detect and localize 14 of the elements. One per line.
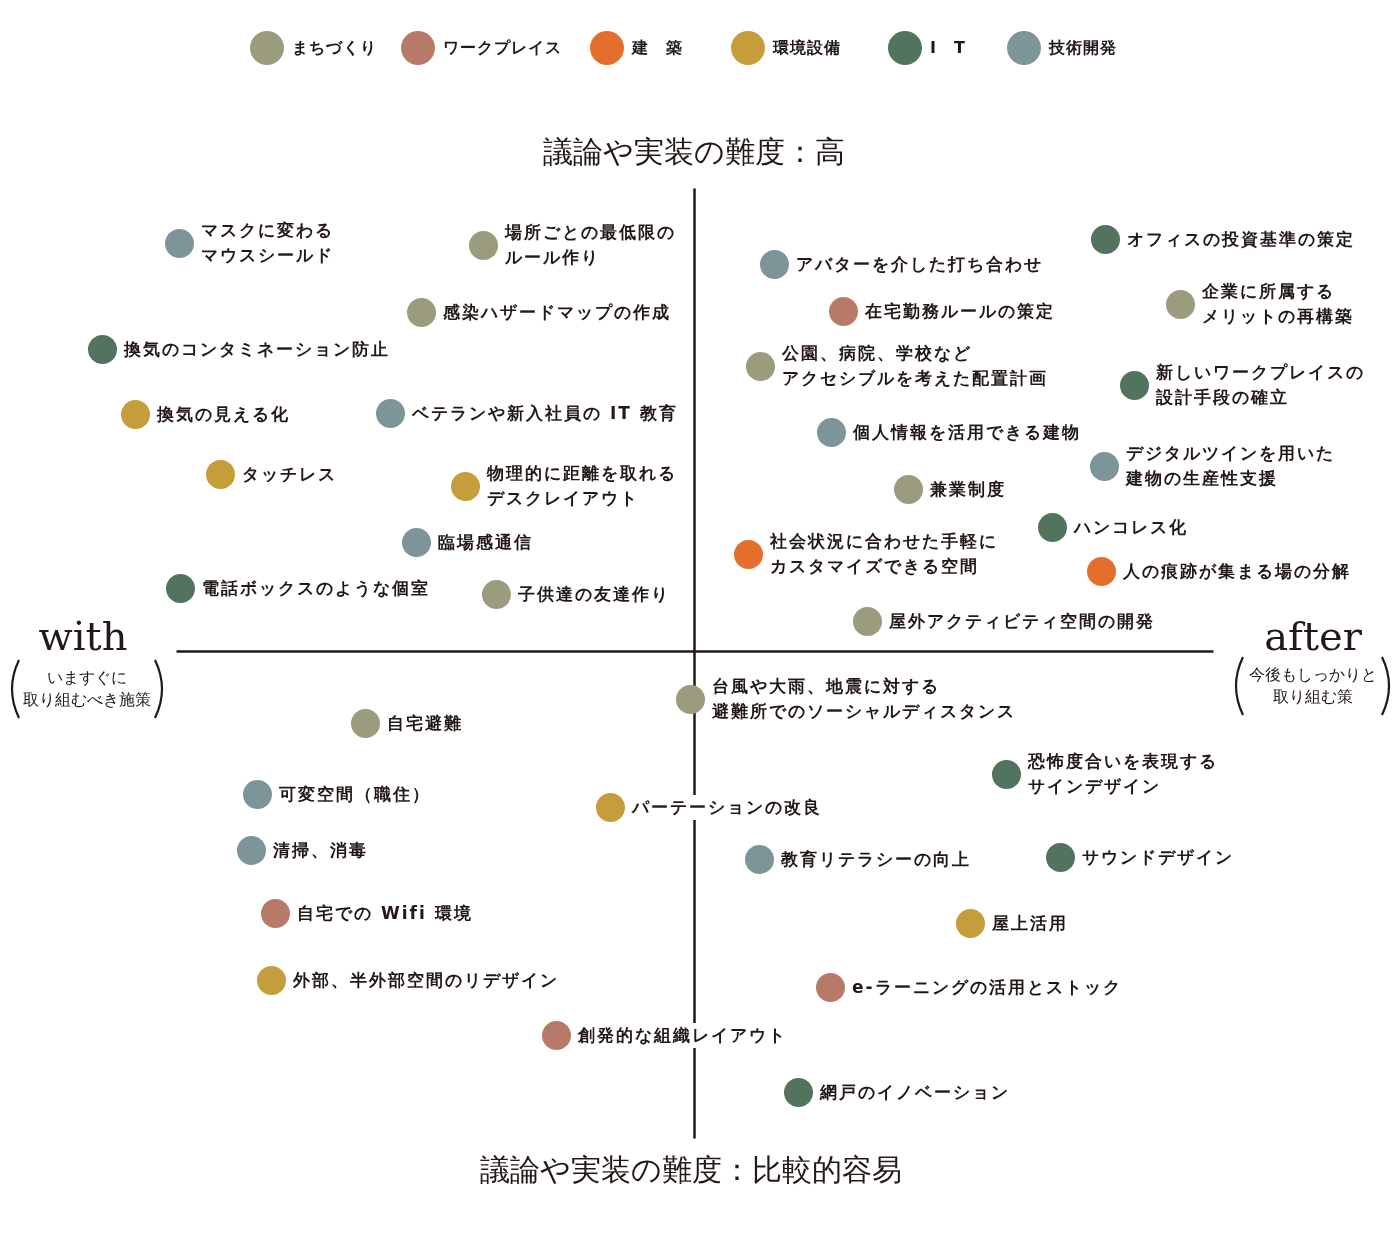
axis-label: 議論や実装の難度：高 bbox=[543, 134, 845, 170]
legend-label: ワークプレイス bbox=[443, 37, 562, 59]
legend-label: まちづくり bbox=[292, 37, 377, 59]
quadrant-title: after bbox=[1264, 614, 1362, 658]
item-label: 社会状況に合わせた手軽にカスタマイズできる空間 bbox=[770, 529, 998, 579]
legend-label: I T bbox=[930, 37, 966, 59]
quadrant-subtitle: 今後もしっかりと取り組む策 bbox=[1249, 664, 1377, 708]
item-label: パーテーションの改良 bbox=[632, 794, 822, 820]
quadrant-subtitle: いますぐに取り組むべき施策 bbox=[23, 667, 151, 711]
legend-label: 技術開発 bbox=[1049, 37, 1117, 59]
legend-label: 建 築 bbox=[632, 37, 683, 59]
legend-label: 環境設備 bbox=[773, 37, 841, 59]
axis-label: 議論や実装の難度：比較的容易 bbox=[480, 1152, 902, 1188]
quadrant-title: with bbox=[38, 614, 128, 658]
